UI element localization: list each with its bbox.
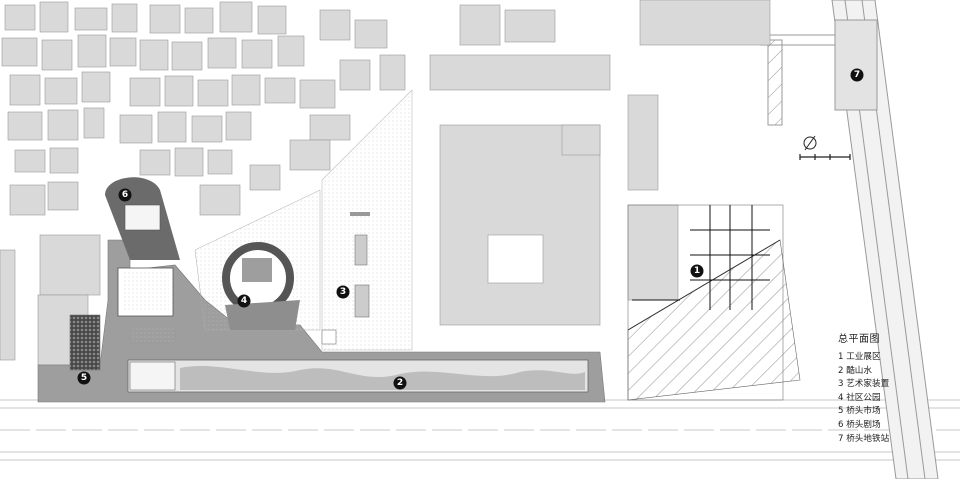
industrial-exhibition: [627, 0, 801, 401]
scale-bar-icon: [799, 154, 851, 160]
marker-5: 5: [77, 371, 91, 385]
legend-item: 2 酷山水: [838, 365, 872, 376]
legend-item: 6 桥头剧场: [838, 419, 881, 430]
factory-block: [429, 4, 611, 326]
legend-item: 4 社区公园: [838, 392, 881, 403]
north-arrow-icon: [803, 135, 817, 151]
left-blocks: [0, 234, 101, 366]
legend-item: 1 工业展区: [838, 352, 881, 362]
svg-text:4: 4: [241, 296, 247, 306]
legend-item: 3 艺术家装置: [838, 379, 890, 390]
marker-2: 2: [393, 376, 407, 390]
marker-6: 6: [118, 188, 132, 202]
marker-1: 1: [690, 264, 704, 278]
legend-item: 7 桥头地铁站: [838, 433, 890, 444]
legend: 总平面图 1 工业展区 2 酷山水 3 艺术家装置 4 社区公园 5 桥头市场 …: [838, 330, 948, 446]
svg-text:5: 5: [81, 373, 87, 383]
marker-3: 3: [336, 285, 350, 299]
svg-text:3: 3: [340, 287, 346, 297]
legend-list: 1 工业展区 2 酷山水 3 艺术家装置 4 社区公园 5 桥头市场 6 桥头剧…: [838, 351, 948, 446]
water-garden: [127, 359, 589, 393]
legend-item: 5 桥头市场: [838, 406, 881, 417]
road-lines: [0, 399, 960, 461]
legend-title: 总平面图: [838, 334, 880, 345]
marker-4: 4: [237, 294, 251, 308]
village-buildings: [1, 1, 406, 216]
svg-text:6: 6: [122, 190, 128, 200]
artist-installation-field: [321, 89, 413, 351]
rail-corridor: [760, 0, 939, 479]
svg-text:1: 1: [694, 266, 700, 276]
bridgehead-market: [117, 267, 176, 344]
community-park: [194, 189, 321, 331]
marker-7: 7: [850, 68, 864, 82]
svg-text:2: 2: [397, 378, 403, 388]
svg-text:7: 7: [854, 70, 860, 80]
